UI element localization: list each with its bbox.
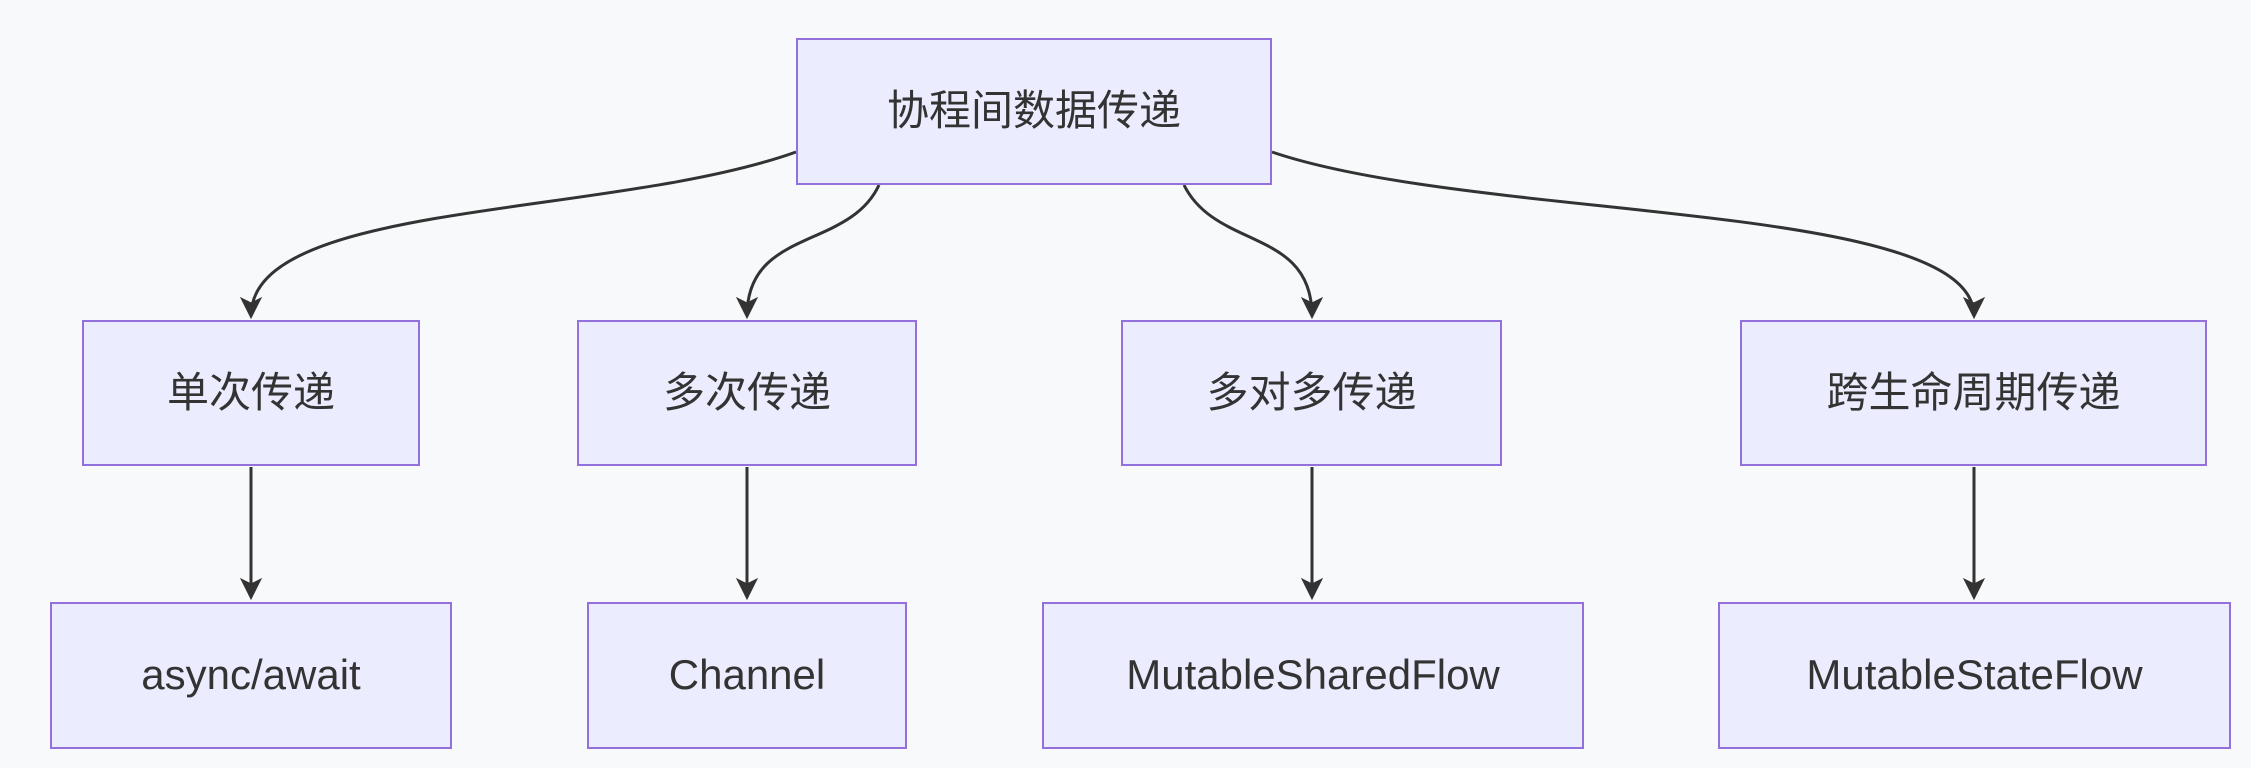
node-mutable-shared-flow: MutableSharedFlow xyxy=(1042,602,1584,749)
edge-root-to-single-pass xyxy=(239,150,797,320)
node-single-pass: 单次传递 xyxy=(82,320,420,466)
node-multi-pass: 多次传递 xyxy=(577,320,917,466)
node-mutable-state-flow: MutableStateFlow xyxy=(1718,602,2231,749)
node-cross-lifecycle: 跨生命周期传递 xyxy=(1740,320,2207,466)
edge-root-to-multi-pass xyxy=(735,184,881,320)
node-async-await: async/await xyxy=(50,602,452,749)
edge-root-to-cross-lifecycle xyxy=(1271,150,1986,320)
edge-root-to-many-to-many xyxy=(1182,184,1324,320)
node-root: 协程间数据传递 xyxy=(796,38,1272,185)
node-many-to-many: 多对多传递 xyxy=(1121,320,1502,466)
node-channel: Channel xyxy=(587,602,907,749)
